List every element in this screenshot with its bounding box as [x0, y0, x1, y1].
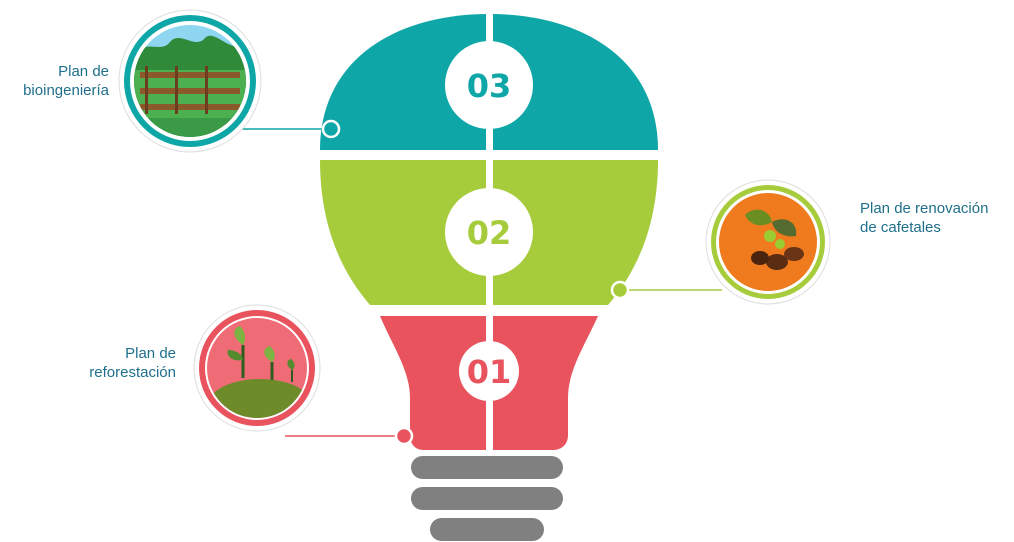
bulb-base	[411, 456, 563, 541]
label-bioingenieria-line2: bioingeniería	[23, 82, 109, 99]
badge-03: 03	[445, 41, 533, 129]
landscape-fence-icon	[118, 9, 262, 153]
number-01: 01	[467, 353, 512, 391]
label-bioingenieria: Plan de bioingeniería	[0, 62, 109, 100]
connector-reforestacion	[285, 426, 414, 446]
coffee-beans-icon	[705, 179, 831, 305]
badge-01: 01	[459, 341, 519, 401]
number-02: 02	[467, 214, 512, 252]
seedlings-icon	[193, 304, 321, 432]
label-renovacion: Plan de renovación de cafetales	[860, 199, 1010, 237]
badge-02: 02	[445, 188, 533, 276]
label-reforestacion-line1: Plan de	[125, 345, 176, 362]
label-reforestacion: Plan de reforestación	[40, 344, 176, 382]
connector-renovacion	[610, 280, 722, 300]
label-reforestacion-line2: reforestación	[89, 364, 176, 381]
label-renovacion-line1: Plan de renovación	[860, 200, 989, 217]
connector-bioingenieria	[237, 119, 341, 139]
label-renovacion-line2: de cafetales	[860, 219, 941, 236]
number-03: 03	[467, 67, 512, 105]
label-bioingenieria-line1: Plan de	[58, 63, 109, 80]
